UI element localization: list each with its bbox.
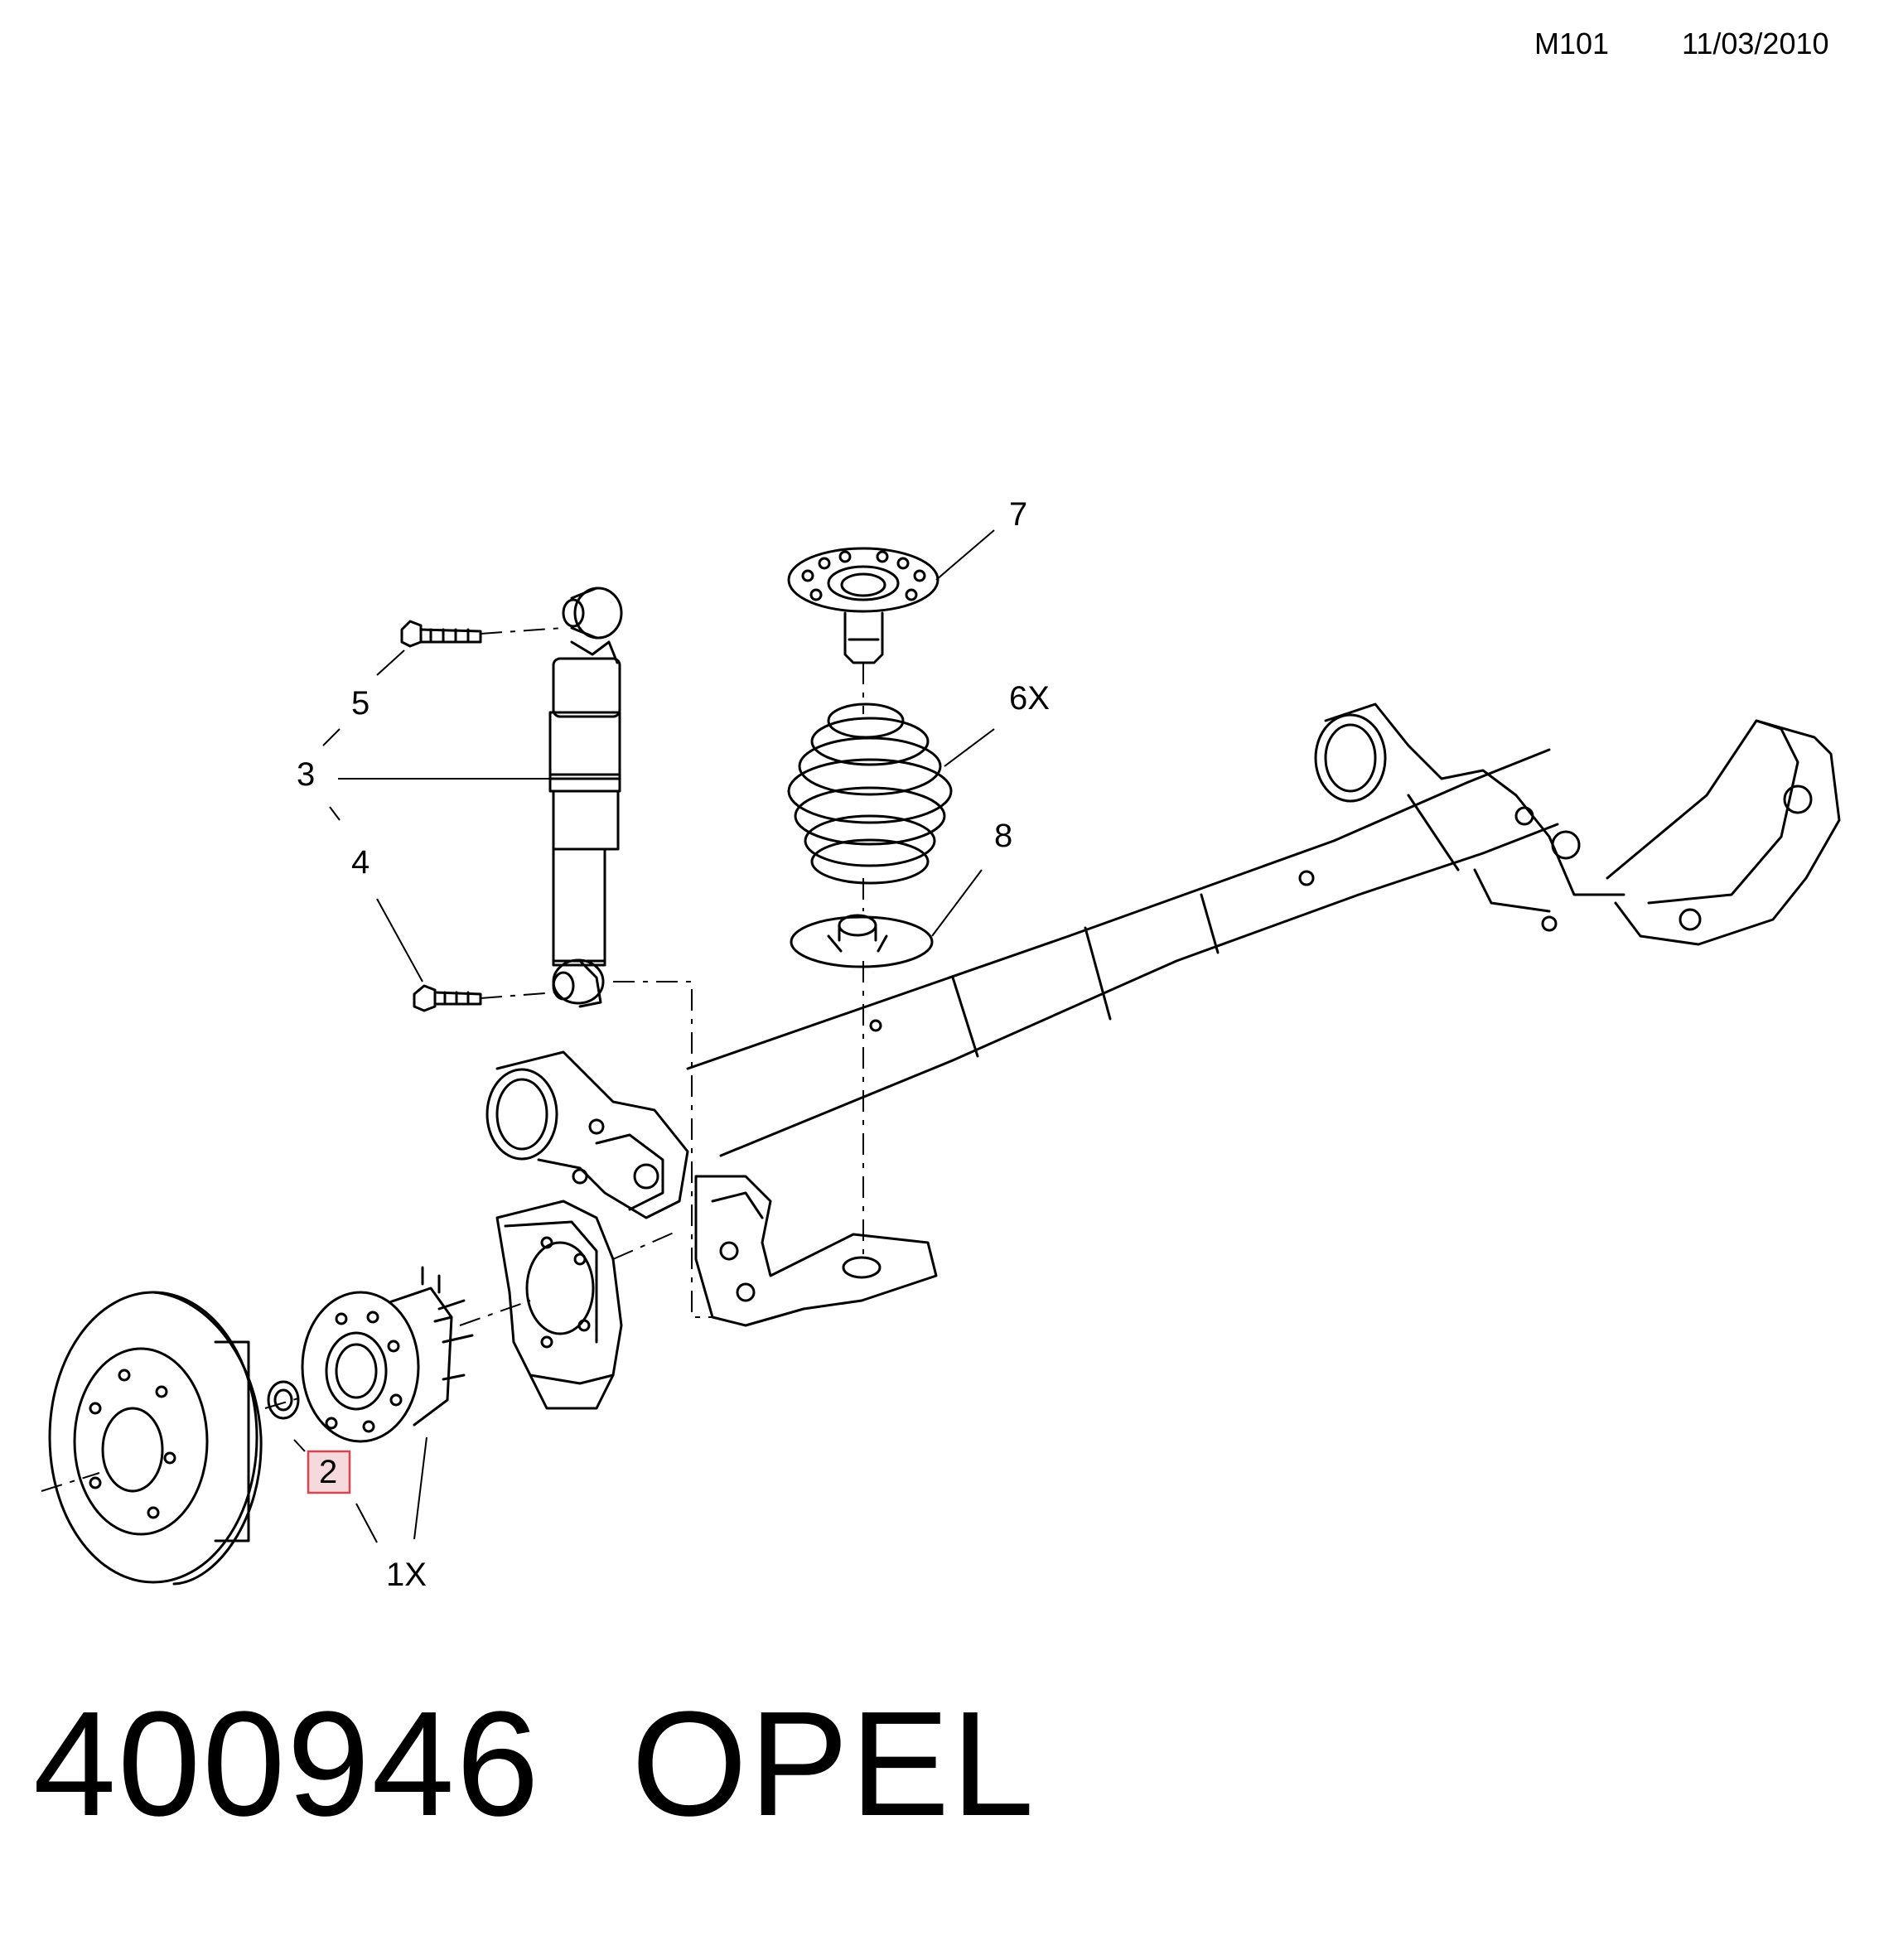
highlight-box — [307, 1450, 351, 1494]
diagram-date: 11/03/2010 — [1682, 27, 1829, 60]
callout-8[interactable]: 8 — [994, 818, 1012, 854]
assembly-guidelines — [41, 627, 864, 1492]
wheel-hub — [301, 1266, 474, 1443]
coil-spring — [787, 702, 953, 885]
upper-bolt — [400, 620, 482, 648]
brake-backing-plate — [495, 1200, 623, 1410]
callout-6x[interactable]: 6X — [1009, 680, 1050, 717]
lower-bolt — [413, 984, 482, 1012]
lower-spring-seat — [790, 914, 934, 968]
brand-name: OPEL — [631, 1681, 1036, 1847]
right-trailing-arm — [1314, 702, 1841, 946]
axle-beam — [686, 748, 1559, 1157]
callout-1x[interactable]: 1X — [386, 1557, 427, 1593]
leader-lines — [293, 529, 995, 1543]
left-trailing-arm — [485, 1050, 938, 1327]
callout-4[interactable]: 4 — [351, 844, 370, 881]
callout-2[interactable]: 2 — [319, 1454, 337, 1490]
diagram-code: M101 — [1534, 27, 1610, 60]
callout-5[interactable]: 5 — [351, 685, 370, 722]
part-number: 400946 — [33, 1681, 541, 1847]
callout-7[interactable]: 7 — [1009, 496, 1027, 533]
hub-nut — [267, 1380, 300, 1420]
upper-spring-seat — [787, 547, 940, 664]
callout-3[interactable]: 3 — [297, 756, 315, 793]
shock-absorber — [548, 587, 623, 1008]
brake-disc — [48, 1291, 263, 1586]
